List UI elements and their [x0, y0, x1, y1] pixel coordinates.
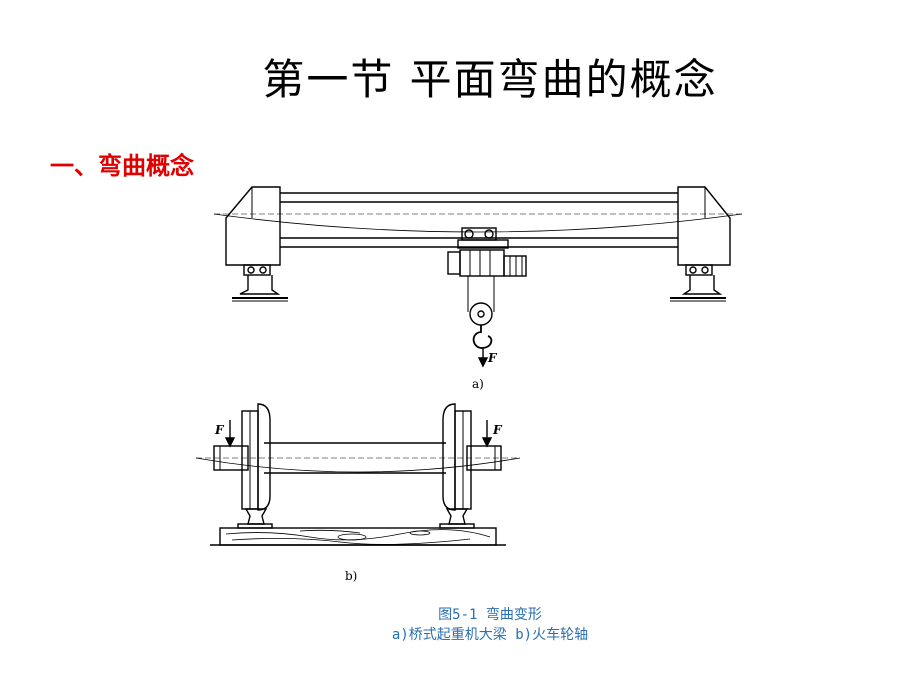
panel-a-label: a)	[472, 377, 484, 391]
slide-title: 第一节 平面弯曲的概念	[262, 55, 718, 104]
figure-caption-title: 图5-1 弯曲变形	[438, 607, 542, 623]
figure-caption-subtitle: a)桥式起重机大梁 b)火车轮轴	[391, 627, 589, 643]
wheel-axle-diagram	[195, 403, 521, 546]
crane-girder-diagram	[213, 186, 743, 368]
force-label-a: F	[487, 351, 498, 365]
force-label-b-right: F	[492, 423, 503, 437]
section-heading: 一、弯曲概念	[50, 151, 194, 180]
force-label-b-left: F	[214, 423, 225, 437]
panel-b-label: b)	[345, 569, 357, 583]
